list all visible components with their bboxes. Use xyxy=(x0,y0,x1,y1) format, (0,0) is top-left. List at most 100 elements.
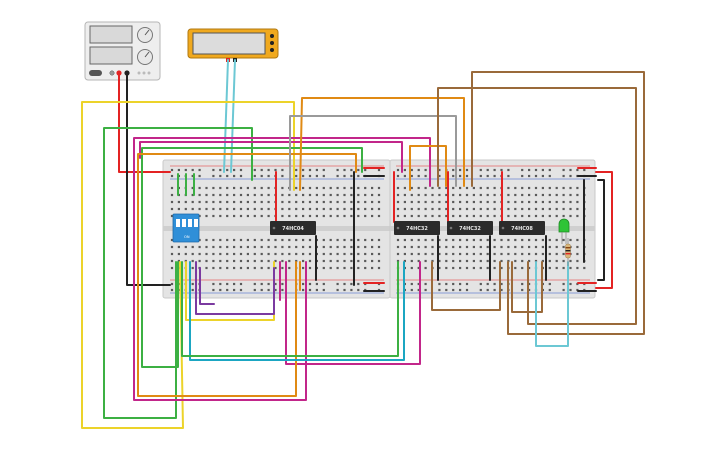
breadboard-hole[interactable] xyxy=(521,266,524,270)
breadboard-hole[interactable] xyxy=(308,168,312,172)
wire-multimeter-probe-2[interactable] xyxy=(230,59,236,173)
breadboard-hole[interactable] xyxy=(177,207,180,211)
breadboard-hole[interactable] xyxy=(410,245,413,249)
breadboard-hole[interactable] xyxy=(219,174,222,178)
breadboard-hole[interactable] xyxy=(548,245,551,249)
breadboard-hole[interactable] xyxy=(486,207,489,211)
wire-green-outer[interactable] xyxy=(103,127,253,419)
breadboard-hole[interactable] xyxy=(288,252,291,256)
breadboard-hole[interactable] xyxy=(377,207,381,211)
breadboard-hole[interactable] xyxy=(343,168,346,172)
breadboard-hole[interactable] xyxy=(576,288,579,292)
breadboard-hole[interactable] xyxy=(486,174,489,178)
breadboard-hole[interactable] xyxy=(403,259,406,263)
wire-supply-negative[interactable] xyxy=(126,73,171,286)
breadboard-hole[interactable] xyxy=(521,288,524,292)
breadboard-hole[interactable] xyxy=(260,266,263,270)
breadboard-hole[interactable] xyxy=(322,174,325,178)
breadboard-hole[interactable] xyxy=(396,245,400,249)
breadboard-hole[interactable] xyxy=(350,174,353,178)
wire-brown-top-2[interactable] xyxy=(471,71,645,335)
breadboard-hole[interactable] xyxy=(219,186,222,190)
breadboard-hole[interactable] xyxy=(322,193,325,197)
breadboard-hole[interactable] xyxy=(226,259,229,263)
breadboard-hole[interactable] xyxy=(350,200,353,204)
breadboard-hole[interactable] xyxy=(417,245,420,249)
breadboard-hole[interactable] xyxy=(576,200,579,204)
breadboard-hole[interactable] xyxy=(205,238,208,242)
breadboard-hole[interactable] xyxy=(343,174,346,178)
wire-magenta-top[interactable] xyxy=(139,141,403,173)
breadboard-hole[interactable] xyxy=(438,288,441,292)
wire-green-short[interactable] xyxy=(181,261,399,357)
breadboard-hole[interactable] xyxy=(308,207,312,211)
breadboard-hole[interactable] xyxy=(274,288,277,292)
breadboard-hole[interactable] xyxy=(191,252,194,256)
breadboard-hole[interactable] xyxy=(371,214,374,218)
breadboard-hole[interactable] xyxy=(424,186,427,190)
breadboard-hole[interactable] xyxy=(528,200,531,204)
breadboard-hole[interactable] xyxy=(431,259,434,263)
breadboard-hole[interactable] xyxy=(253,266,256,270)
breadboard-hole[interactable] xyxy=(288,245,291,249)
breadboard-hole[interactable] xyxy=(534,193,538,197)
breadboard-hole[interactable] xyxy=(431,238,434,242)
breadboard-hole[interactable] xyxy=(260,288,263,292)
breadboard-hole[interactable] xyxy=(246,259,249,263)
breadboard-hole[interactable] xyxy=(205,193,208,197)
breadboard-hole[interactable] xyxy=(500,266,503,270)
breadboard-hole[interactable] xyxy=(364,245,367,249)
breadboard-hole[interactable] xyxy=(170,259,174,263)
breadboard-hole[interactable] xyxy=(198,245,201,249)
breadboard-hole[interactable] xyxy=(350,282,353,286)
breadboard-hole[interactable] xyxy=(472,214,475,218)
breadboard-hole[interactable] xyxy=(302,214,305,218)
breadboard-hole[interactable] xyxy=(219,266,222,270)
breadboard-hole[interactable] xyxy=(459,193,462,197)
breadboard-hole[interactable] xyxy=(438,200,441,204)
breadboard-hole[interactable] xyxy=(514,266,517,270)
breadboard-hole[interactable] xyxy=(343,252,346,256)
breadboard-hole[interactable] xyxy=(438,186,441,190)
breadboard-holes[interactable] xyxy=(170,168,381,292)
breadboard-hole[interactable] xyxy=(315,288,318,292)
breadboard-hole[interactable] xyxy=(569,200,572,204)
breadboard-hole[interactable] xyxy=(377,266,381,270)
breadboard-hole[interactable] xyxy=(322,288,325,292)
breadboard-hole[interactable] xyxy=(357,252,360,256)
breadboard-hole[interactable] xyxy=(486,245,489,249)
breadboard-hole[interactable] xyxy=(239,252,243,256)
breadboard-hole[interactable] xyxy=(239,214,243,218)
breadboard-hole[interactable] xyxy=(274,238,277,242)
breadboard-hole[interactable] xyxy=(357,288,360,292)
breadboard-hole[interactable] xyxy=(521,186,524,190)
breadboard-hole[interactable] xyxy=(267,282,270,286)
breadboard-hole[interactable] xyxy=(260,200,263,204)
breadboard-hole[interactable] xyxy=(170,214,174,218)
breadboard-hole[interactable] xyxy=(555,266,558,270)
breadboard-hole[interactable] xyxy=(233,174,236,178)
breadboard-hole[interactable] xyxy=(417,214,420,218)
breadboard-hole[interactable] xyxy=(302,252,305,256)
breadboard-hole[interactable] xyxy=(410,168,413,172)
breadboard-hole[interactable] xyxy=(562,200,565,204)
breadboard-hole[interactable] xyxy=(493,186,496,190)
breadboard-hole[interactable] xyxy=(528,252,531,256)
breadboard-hole[interactable] xyxy=(465,245,469,249)
breadboard-hole[interactable] xyxy=(541,193,544,197)
breadboard-hole[interactable] xyxy=(576,245,579,249)
breadboard-hole[interactable] xyxy=(226,245,229,249)
breadboard-hole[interactable] xyxy=(295,207,298,211)
breadboard-hole[interactable] xyxy=(493,168,496,172)
breadboard-hole[interactable] xyxy=(424,252,427,256)
breadboard-hole[interactable] xyxy=(486,200,489,204)
breadboard-hole[interactable] xyxy=(521,207,524,211)
breadboard-hole[interactable] xyxy=(226,252,229,256)
breadboard-hole[interactable] xyxy=(253,288,256,292)
breadboard-hole[interactable] xyxy=(295,259,298,263)
breadboard-hole[interactable] xyxy=(170,245,174,249)
breadboard-hole[interactable] xyxy=(445,186,448,190)
breadboard-hole[interactable] xyxy=(410,174,413,178)
breadboard-hole[interactable] xyxy=(445,200,448,204)
breadboard-hole[interactable] xyxy=(308,193,312,197)
